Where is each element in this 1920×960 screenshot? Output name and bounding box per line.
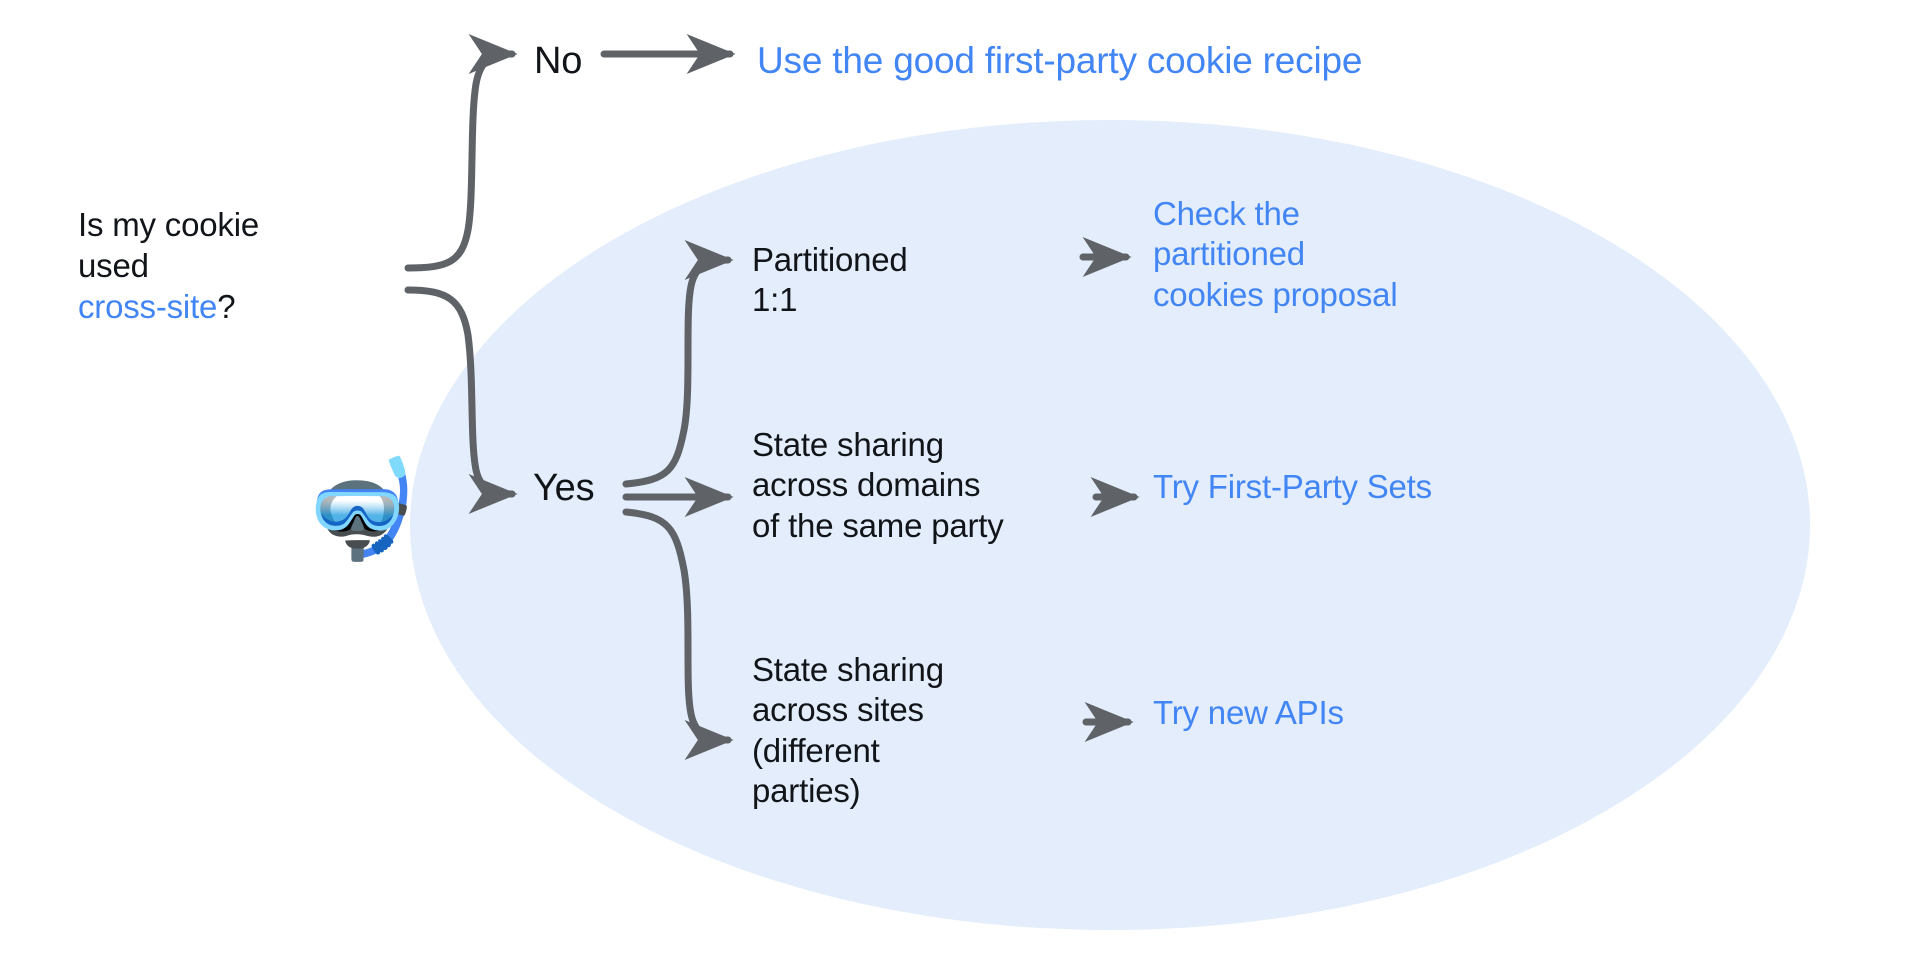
question-mark: ?	[217, 287, 236, 325]
branch-state-sharing-across-domains: State sharing across domains of the same…	[752, 426, 1004, 544]
question-line-2: used	[78, 246, 149, 284]
cross-site-scope-ellipse	[410, 120, 1810, 930]
branch-label-no: No	[534, 40, 583, 82]
outcome-try-new-apis[interactable]: Try new APIs	[1153, 694, 1344, 731]
arrow-question-to-no	[404, 34, 518, 272]
branch-state-sharing-across-sites: State sharing across sites (different pa…	[752, 651, 944, 809]
outcome-partitioned-cookies-proposal[interactable]: Check the partitioned cookies proposal	[1153, 195, 1398, 313]
outcome-first-party-sets[interactable]: Try First-Party Sets	[1153, 468, 1432, 505]
cross-site-link[interactable]: cross-site	[78, 287, 218, 325]
outcome-first-party-cookie-recipe[interactable]: Use the good first-party cookie recipe	[757, 40, 1363, 81]
branch-label-yes: Yes	[533, 467, 595, 509]
branch-partitioned-1-1: Partitioned 1:1	[752, 241, 908, 319]
diving-mask-emoji: 🤿	[300, 456, 420, 563]
question-line-1: Is my cookie	[78, 206, 259, 243]
